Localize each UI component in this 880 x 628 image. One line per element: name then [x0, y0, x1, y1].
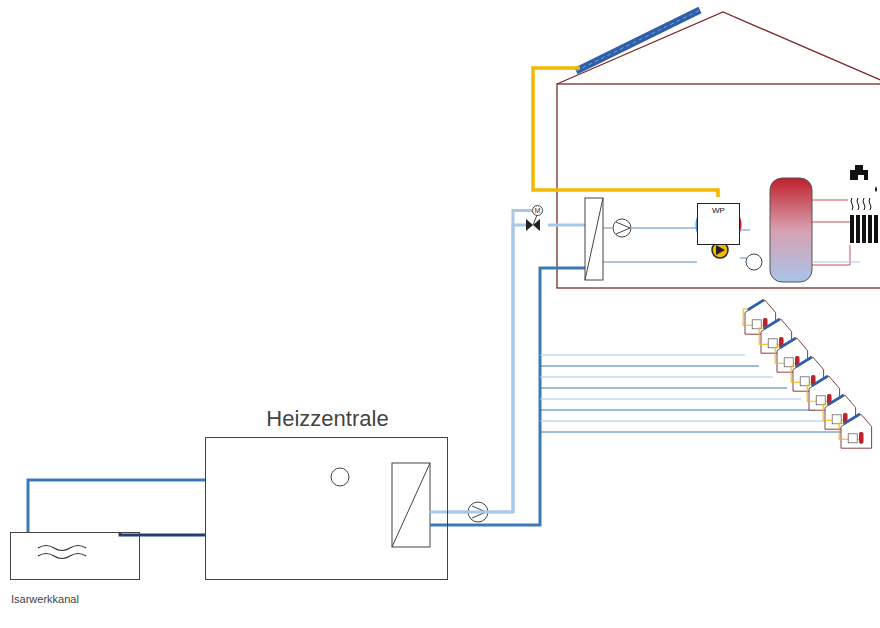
node-label: WP: [712, 206, 725, 215]
pipe: [448, 211, 532, 513]
heat-pump-box: WP: [697, 203, 740, 245]
canal-box: Isarwerkkanal: [10, 532, 140, 580]
node-label: Heizzentrale: [266, 406, 388, 432]
heating-plant-box: Heizzentrale: [205, 437, 448, 580]
node-label: M: [535, 207, 541, 214]
valve-motor: M: [532, 205, 543, 216]
pipe: [28, 480, 205, 532]
node-label: Isarwerkkanal: [11, 593, 79, 605]
